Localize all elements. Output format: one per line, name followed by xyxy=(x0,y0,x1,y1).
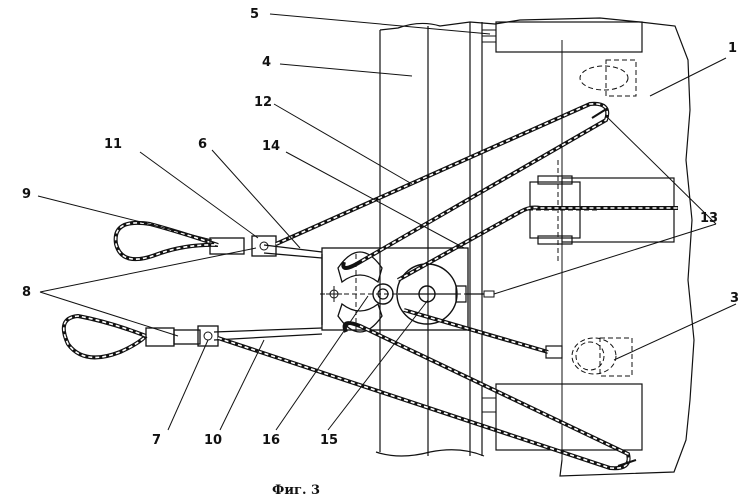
label-13: 13 xyxy=(700,211,718,226)
label-5: 5 xyxy=(250,7,259,22)
label-7: 7 xyxy=(152,433,161,448)
pulley xyxy=(372,263,495,325)
label-6: 6 xyxy=(198,137,207,152)
dashed-anchor-top xyxy=(579,59,637,97)
label-14: 14 xyxy=(262,139,280,154)
label-16: 16 xyxy=(262,433,280,448)
dashed-anchor-bottom xyxy=(571,337,633,377)
label-4: 4 xyxy=(262,55,271,70)
wall-panel xyxy=(379,17,695,477)
top-bracket xyxy=(482,21,643,53)
label-12: 12 xyxy=(254,95,272,110)
upper-loop xyxy=(113,221,277,262)
label-8: 8 xyxy=(22,285,31,300)
lower-cable xyxy=(217,308,637,471)
figure-caption: Фиг. 3 xyxy=(272,483,320,498)
label-9: 9 xyxy=(22,187,31,202)
bottom-bracket xyxy=(482,383,643,451)
label-15: 15 xyxy=(320,433,338,448)
upper-cable xyxy=(275,101,678,282)
leader-lines xyxy=(37,13,737,431)
label-11: 11 xyxy=(104,137,122,152)
label-1: 1 xyxy=(728,41,737,56)
label-10: 10 xyxy=(204,433,222,448)
lower-loop xyxy=(61,313,219,360)
rods xyxy=(213,244,323,341)
middle-bracket xyxy=(520,160,675,262)
vertical-beam xyxy=(375,22,563,460)
label-3: 3 xyxy=(730,291,739,306)
